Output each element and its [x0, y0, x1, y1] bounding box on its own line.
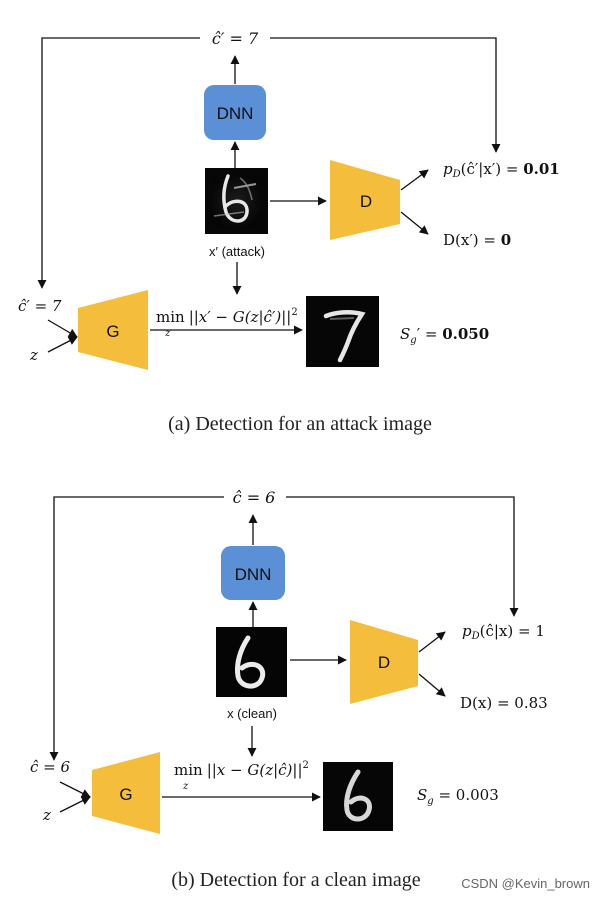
- class-to-g-arrow: [59, 781, 91, 798]
- d-to-pd-arrow: [400, 169, 429, 191]
- reconstruction-objective: min||x − G(z|ĉ)||2: [174, 760, 309, 779]
- min-subscript: z: [164, 328, 171, 339]
- generator-score-label: Sg = 0.003: [417, 786, 499, 807]
- dnn-label: DNN: [217, 104, 254, 123]
- caption-a: (a) Detection for an attack image: [168, 413, 432, 435]
- discriminator-output-label: D(x′) = 0: [443, 231, 511, 249]
- top-loop-left-line: [37, 37, 200, 289]
- d-to-pd-arrow: [418, 631, 446, 653]
- discriminator-output-label: D(x) = 0.83: [460, 694, 548, 712]
- input-label: x (clean): [227, 706, 277, 721]
- reconstructed-clean-image: [323, 762, 393, 831]
- discriminator-label: D: [378, 653, 390, 672]
- watermark: CSDN @Kevin_brown: [461, 876, 590, 891]
- discriminator-shape: [350, 620, 418, 704]
- dnn-box: [204, 85, 266, 140]
- dnn-label: DNN: [235, 565, 272, 584]
- dnn-box: [221, 546, 285, 600]
- top-loop-left-line: [49, 496, 224, 761]
- z-to-g-arrow: [59, 796, 91, 813]
- caption-b: (b) Detection for a clean image: [171, 869, 420, 891]
- top-class-label: ĉ′ = 7: [212, 29, 259, 48]
- z-label: z: [42, 806, 51, 824]
- g-class-label: ĉ = 6: [30, 758, 71, 776]
- attack-input-image: [205, 168, 268, 234]
- generator-score-label: Sg′ = 0.050: [400, 325, 489, 346]
- discriminator-label: D: [360, 192, 372, 211]
- panel-b: ĉ = 6 DNN x (clean) D pD(ĉ|x) = 1 D(x) =…: [30, 488, 548, 891]
- generator-label: G: [106, 322, 119, 341]
- class-probability-label: pD(ĉ′|x′) = 0.01: [443, 160, 560, 180]
- panel-a: ĉ′ = 7 DNN x′ (attack) D pD(ĉ′|x′) = 0.0…: [18, 29, 560, 435]
- reconstructed-attack-image: [306, 296, 379, 367]
- reconstruction-objective: min||x′ − G(z|ĉ′)||2: [156, 307, 298, 326]
- input-label: x′ (attack): [209, 244, 265, 259]
- g-class-label: ĉ′ = 7: [18, 297, 62, 315]
- top-loop-right-line: [270, 37, 501, 153]
- generator-label: G: [119, 785, 132, 804]
- class-probability-label: pD(ĉ|x) = 1: [462, 622, 545, 642]
- top-class-label: ĉ = 6: [233, 488, 276, 507]
- top-loop-right-line: [286, 496, 519, 617]
- min-subscript: z: [182, 781, 189, 792]
- d-to-dout-arrow: [418, 673, 446, 697]
- d-to-dout-arrow: [400, 211, 429, 235]
- z-to-g-arrow: [47, 336, 78, 353]
- z-label: z: [29, 346, 38, 364]
- generator-shape: [78, 290, 148, 370]
- class-to-g-arrow: [47, 319, 78, 338]
- generator-shape: [92, 752, 160, 834]
- discriminator-shape: [330, 160, 400, 240]
- clean-input-image: [216, 627, 287, 697]
